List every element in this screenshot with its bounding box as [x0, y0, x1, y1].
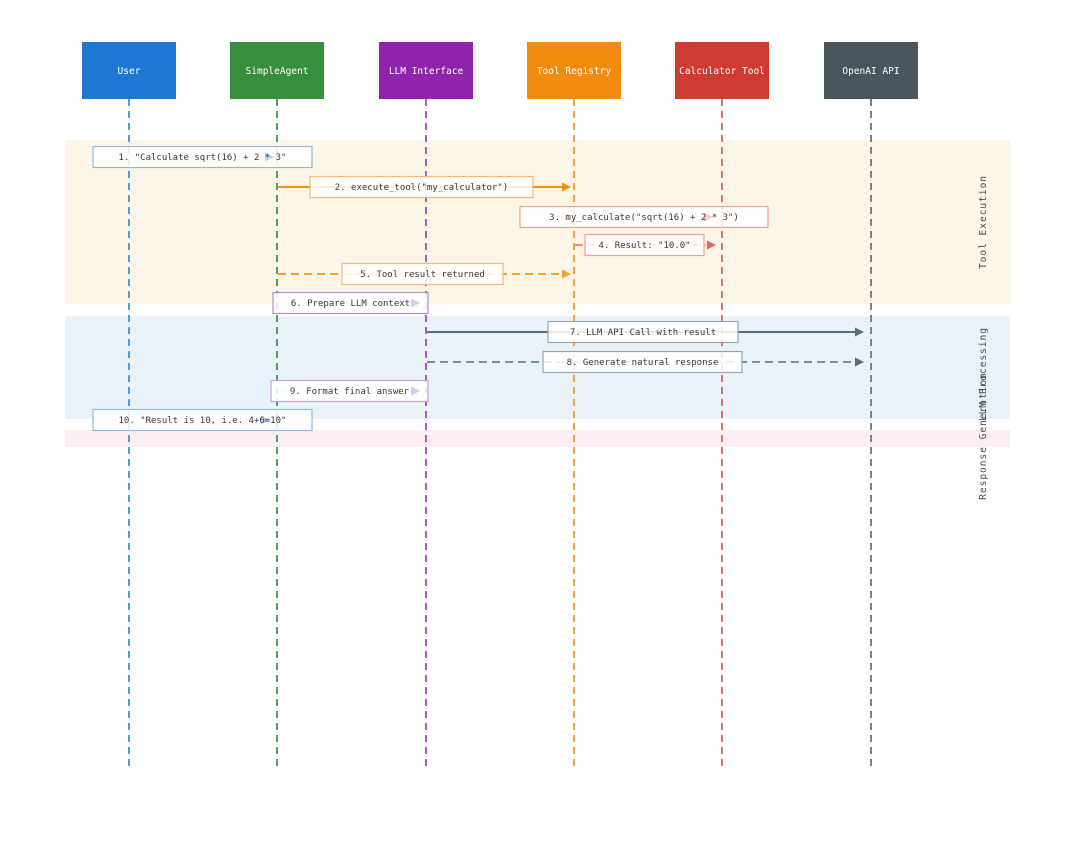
actor-box-tool-registry: [527, 42, 621, 99]
message-3-box: [519, 205, 769, 229]
message-5: 5. Tool result returned: [278, 262, 571, 286]
message-7-arrowhead: [855, 327, 864, 337]
actor-simple-agent: SimpleAgent: [230, 42, 324, 99]
message-6-box: [272, 291, 429, 315]
message-10-box: [92, 408, 313, 432]
actor-label-calculator-tool: Calculator Tool: [679, 66, 765, 77]
message-8-box: [542, 350, 743, 374]
actor-user: User: [82, 42, 176, 99]
actor-calculator-tool: Calculator Tool: [675, 42, 769, 99]
message-6: 6. Prepare LLM context: [272, 291, 429, 315]
actor-label-simple-agent: SimpleAgent: [246, 66, 309, 77]
actor-box-simple-agent: [230, 42, 324, 99]
actor-openai-api: OpenAI API: [824, 42, 918, 99]
message-8-label: 8. Generate natural response: [567, 358, 719, 368]
actor-box-user: [82, 42, 176, 99]
message-2-arrowhead: [562, 182, 571, 192]
message-2-box: [309, 175, 534, 199]
message-7-box: [547, 320, 739, 344]
message-7: 7. LLM API Call with result: [427, 320, 864, 344]
actor-llm-interface: LLM Interface: [379, 42, 473, 99]
message-9-arrowhead: [411, 386, 420, 396]
message-4: 4. Result: "10.0": [575, 233, 716, 257]
message-4-arrowhead: [707, 240, 716, 250]
phase-label-llm-processing: LLM Processing: [978, 327, 989, 421]
message-4-label: 4. Result: "10.0": [598, 241, 690, 251]
message-1-arrowhead: [265, 152, 274, 162]
message-8-arrowhead: [855, 357, 864, 367]
actor-label-tool-registry: Tool Registry: [537, 66, 612, 77]
message-2-label: 2. execute_tool("my_calculator"): [335, 183, 508, 193]
message-6-label: 6. Prepare LLM context: [291, 299, 410, 309]
actor-tool-registry: Tool Registry: [527, 42, 621, 99]
message-1-label: 1. "Calculate sqrt(16) + 2 * 3": [119, 153, 287, 163]
phase-band-response-generation: [65, 430, 1010, 447]
actor-box-openai-api: [824, 42, 918, 99]
message-10-label: 10. "Result is 10, i.e. 4+6=10": [119, 416, 287, 426]
message-9-box: [270, 379, 429, 403]
message-3-label: 3. my_calculate("sqrt(16) + 2 * 3"): [549, 213, 739, 223]
message-7-label: 7. LLM API Call with result: [570, 328, 716, 338]
message-1: 1. "Calculate sqrt(16) + 2 * 3": [92, 145, 313, 169]
phase-band-llm-processing: [65, 316, 1010, 419]
actor-label-openai-api: OpenAI API: [842, 66, 899, 77]
actor-label-llm-interface: LLM Interface: [389, 66, 464, 77]
message-10-arrowhead: [261, 415, 270, 425]
message-9-label: 9. Format final answer: [290, 387, 410, 397]
message-6-arrowhead: [411, 298, 420, 308]
message-2: 2. execute_tool("my_calculator"): [278, 175, 571, 199]
actor-box-llm-interface: [379, 42, 473, 99]
message-4-box: [584, 233, 705, 257]
message-5-box: [341, 262, 504, 286]
phase-label-response-generation: Response Generation: [978, 372, 989, 500]
message-9: 9. Format final answer: [270, 379, 429, 403]
message-3: 3. my_calculate("sqrt(16) + 2 * 3"): [519, 205, 769, 229]
message-3-arrowhead: [704, 212, 713, 222]
message-1-box: [92, 145, 313, 169]
message-5-arrowhead: [562, 269, 571, 279]
message-10: 10. "Result is 10, i.e. 4+6=10": [92, 408, 313, 432]
message-8: 8. Generate natural response: [427, 350, 864, 374]
message-5-label: 5. Tool result returned: [360, 270, 485, 280]
phase-label-tool-execution: Tool Execution: [978, 175, 989, 269]
actor-label-user: User: [118, 66, 141, 77]
actor-box-calculator-tool: [675, 42, 769, 99]
